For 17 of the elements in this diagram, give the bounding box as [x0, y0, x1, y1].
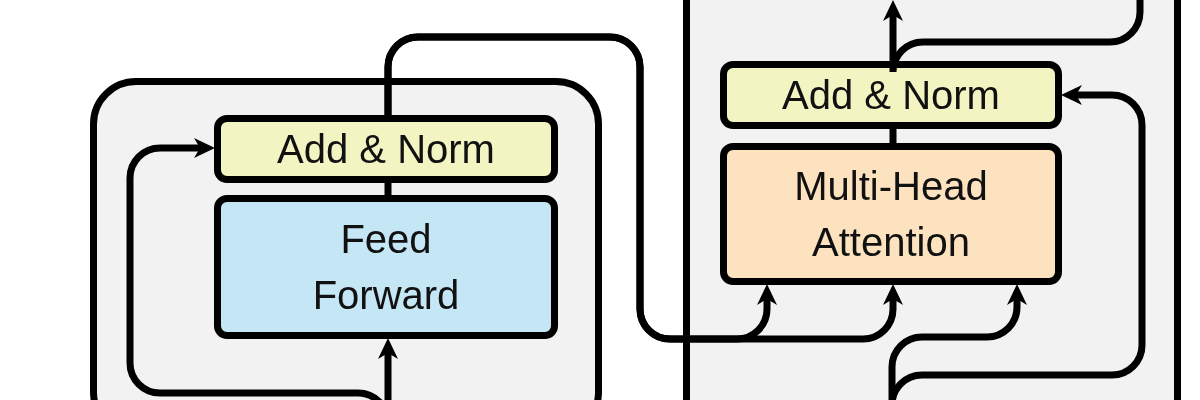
- layer-label: Multi-Head Attention: [793, 163, 989, 266]
- layer-label: Add & Norm: [782, 72, 1000, 119]
- add-norm-box: [214, 115, 558, 183]
- arrow: [384, 33, 903, 343]
- panel-background: [683, 0, 1181, 400]
- arrow: [378, 338, 398, 400]
- layer-label: Add & Norm: [277, 126, 495, 173]
- arrow: [888, 85, 1146, 400]
- connector-line: [384, 183, 392, 195]
- panel-background: [90, 78, 602, 400]
- arrow: [883, 0, 903, 61]
- layer-label: Feed Forward: [311, 216, 461, 319]
- layer-box: [720, 143, 1062, 285]
- connector-line: [889, 129, 897, 143]
- add-norm-box: [720, 61, 1062, 129]
- layer-box: [214, 195, 558, 339]
- arrow: [888, 284, 1027, 400]
